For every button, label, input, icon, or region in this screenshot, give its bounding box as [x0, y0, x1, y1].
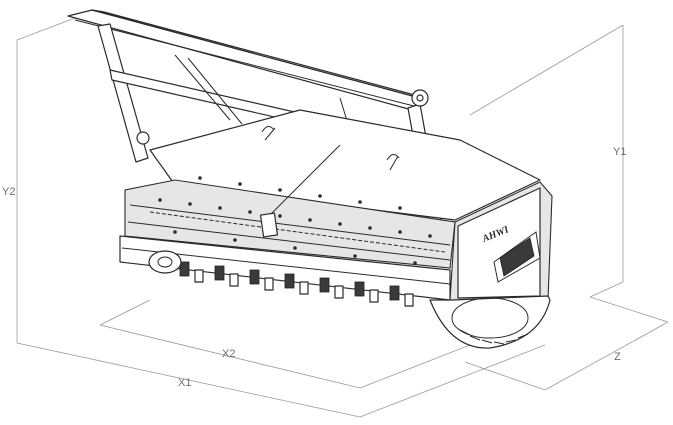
- dimension-lines: [16, 17, 669, 418]
- skid: [429, 295, 551, 349]
- x2-dimension-line: [99, 324, 361, 389]
- z-dimension-line: [589, 296, 669, 323]
- z-label: Z: [614, 351, 621, 363]
- y1-label: Y1: [613, 146, 627, 158]
- y2-label: Y2: [2, 186, 16, 198]
- x1-label: X1: [178, 377, 192, 389]
- side-panel-window: [499, 237, 535, 277]
- mulcher-machine: [67, 9, 553, 349]
- rotor-left-end: [148, 250, 182, 274]
- housing-bolts: [158, 176, 432, 265]
- x1-dimension-line: [359, 344, 546, 418]
- rotor-teeth: [179, 261, 414, 307]
- front-housing: [124, 179, 456, 269]
- x2-label: X2: [222, 348, 236, 360]
